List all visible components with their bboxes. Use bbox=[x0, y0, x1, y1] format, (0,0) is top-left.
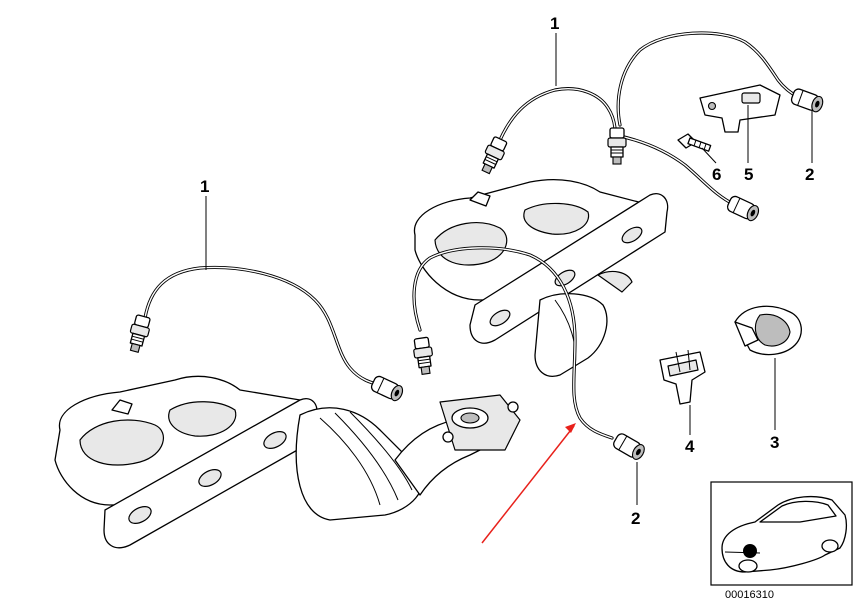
oxygen-sensor-upper-left bbox=[476, 134, 510, 177]
oxygen-sensor-cables bbox=[143, 31, 798, 440]
callout-2-lower: 2 bbox=[631, 509, 640, 528]
oxygen-sensor-upper-right bbox=[607, 127, 627, 165]
bolt-part-6 bbox=[677, 133, 712, 152]
car-location-inset: 00016310 bbox=[710, 481, 853, 601]
callout-1-left: 1 bbox=[200, 177, 209, 196]
leader-lines bbox=[205, 33, 813, 505]
location-marker bbox=[743, 544, 757, 558]
lower-exhaust-manifold bbox=[54, 375, 521, 549]
pointer-arrow bbox=[481, 423, 576, 544]
connector-plug-upper bbox=[789, 87, 826, 114]
callout-2-upper: 2 bbox=[805, 165, 814, 184]
callout-3: 3 bbox=[770, 433, 779, 452]
callout-5: 5 bbox=[744, 165, 753, 184]
oxygen-sensor-left bbox=[124, 313, 153, 355]
callout-6: 6 bbox=[712, 165, 721, 184]
clip-part-4 bbox=[659, 349, 706, 405]
oxygen-sensor-middle bbox=[411, 336, 436, 376]
reference-number: 00016310 bbox=[725, 589, 774, 601]
connector-plug-mid bbox=[725, 194, 762, 224]
connector-plug-lower bbox=[611, 431, 648, 463]
callout-4: 4 bbox=[685, 437, 695, 456]
upper-exhaust-manifold bbox=[413, 179, 669, 377]
connector-plug-left bbox=[369, 374, 406, 404]
cable-clip-part-3 bbox=[734, 305, 802, 356]
callout-1-top: 1 bbox=[550, 14, 559, 33]
car-silhouette bbox=[721, 495, 847, 573]
bracket-part-5 bbox=[699, 84, 781, 133]
